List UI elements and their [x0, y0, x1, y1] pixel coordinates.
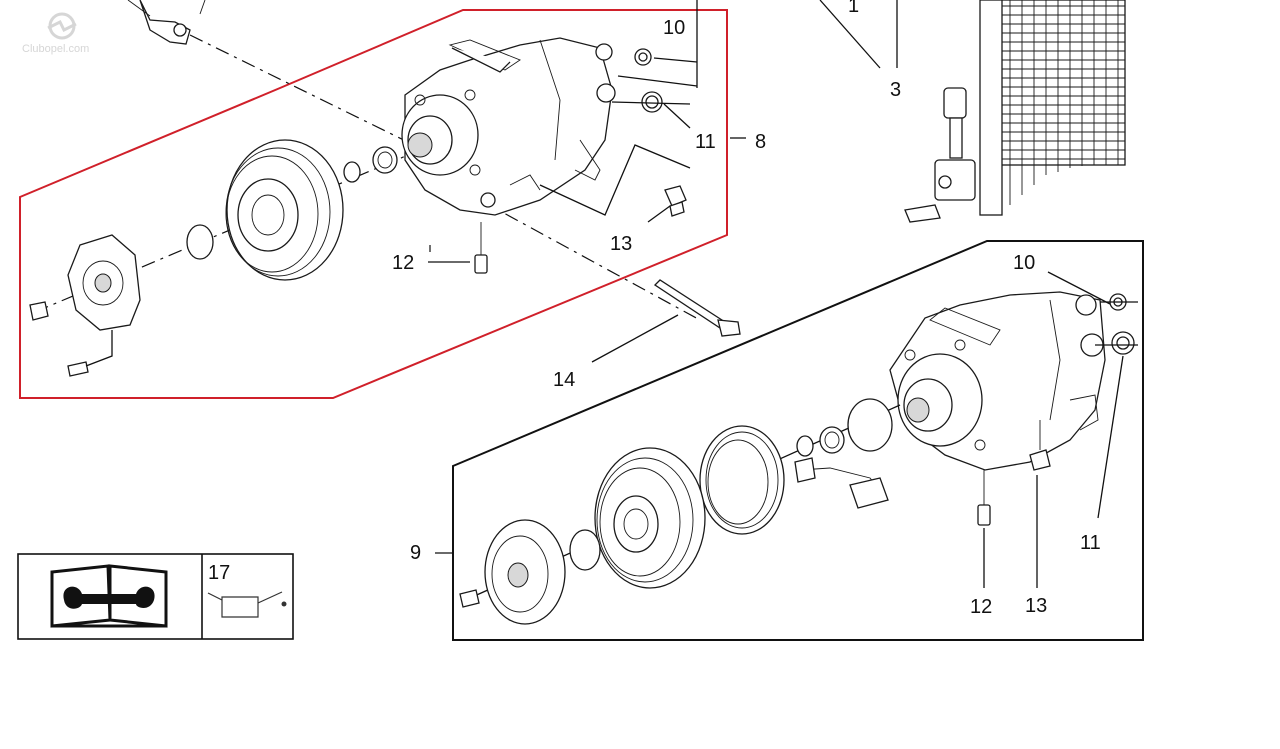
snap-ring-8	[186, 224, 214, 260]
opel-logo-icon	[47, 12, 77, 40]
nut-13-b	[1029, 420, 1051, 471]
callout-3: 3	[890, 79, 901, 101]
snap-ring-9	[569, 529, 601, 571]
group-8-outline	[19, 9, 728, 399]
snap-ring-9-b	[847, 398, 893, 452]
watermark: Clubopel.com	[22, 12, 89, 55]
bolt-8-b	[67, 361, 89, 377]
group-9-outline	[452, 240, 1144, 641]
watermark-text: Clubopel.com	[22, 43, 89, 55]
sensor-lead-9	[794, 457, 889, 509]
pulley-8	[225, 139, 344, 281]
callout-11-a: 11	[695, 131, 716, 153]
callout-9: 9	[410, 542, 421, 564]
open-book-wrench-icon	[50, 564, 168, 628]
clip-9	[796, 435, 814, 457]
callout-13-b: 13	[1025, 595, 1047, 617]
bolt-12-a	[474, 222, 488, 274]
bolt-12-b	[977, 470, 991, 526]
bolt-9	[459, 589, 480, 608]
pulley-9	[594, 447, 706, 589]
callout-11-b: 11	[1080, 532, 1101, 554]
callout-labels: 1 3 10 11 8 13 12 14 10 11 12 13 9	[392, 0, 1101, 618]
mount-bracket	[127, 0, 206, 45]
bolt-14	[653, 279, 741, 337]
o-ring-10	[634, 48, 652, 66]
bolt-8-a	[29, 301, 49, 321]
field-coil-9	[699, 425, 785, 535]
callout-14: 14	[553, 369, 575, 391]
clutch-plate-8	[67, 234, 141, 331]
callout-13-a: 13	[610, 233, 632, 255]
condenser	[904, 0, 1126, 223]
callout-10-b: 10	[1013, 252, 1035, 274]
callout-17: 17	[208, 562, 230, 584]
leader-lines	[428, 0, 1138, 588]
seal-9	[819, 426, 845, 454]
callout-12-a: 12	[392, 252, 414, 274]
compressor-8	[401, 37, 616, 216]
o-ring-11	[641, 91, 663, 113]
seal-ring-8	[343, 146, 398, 183]
callout-10-a: 10	[663, 17, 685, 39]
clutch-plate-9	[484, 519, 566, 625]
callout-12-b: 12	[970, 596, 992, 618]
compressor-9	[889, 291, 1106, 471]
oil-can-icon	[207, 591, 287, 618]
callout-8: 8	[755, 131, 766, 153]
o-ring-11-b	[1111, 331, 1135, 355]
nut-13-a	[664, 185, 687, 217]
legend-box: 17	[17, 553, 294, 640]
callout-1: 1	[848, 0, 859, 17]
